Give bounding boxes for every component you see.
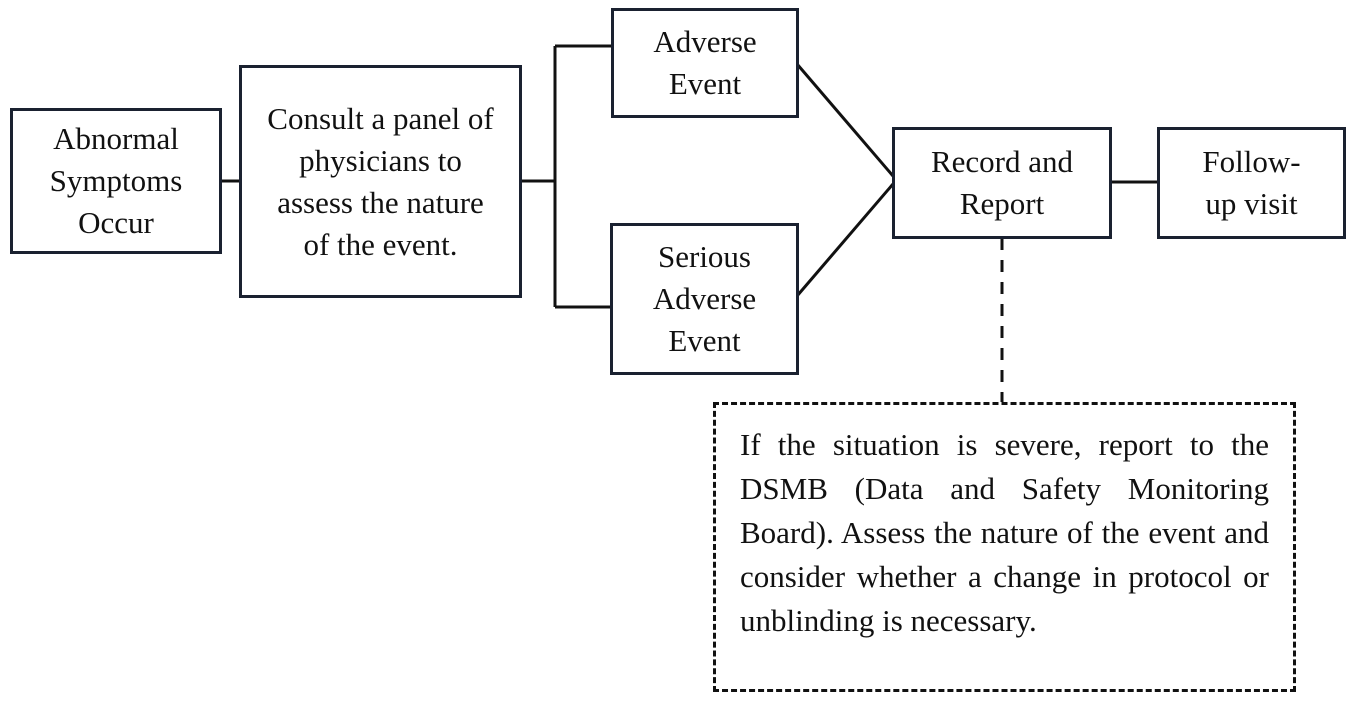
node-serious-adverse-event-label: Serious Adverse Event	[652, 239, 757, 358]
edge-serious-to-record	[795, 183, 895, 297]
node-consult-panel-label: Consult a panel of physicians to assess …	[267, 100, 494, 262]
node-record-report-label: Record and Report	[930, 144, 1074, 221]
node-follow-up-label: Follow-up visit	[1202, 144, 1301, 221]
node-adverse-event: Adverse Event	[611, 8, 799, 118]
node-consult-panel: Consult a panel of physicians to assess …	[239, 65, 522, 298]
node-adverse-event-label: Adverse Event	[653, 24, 757, 101]
node-record-report: Record and Report	[892, 127, 1112, 239]
edge-adverse-to-record	[795, 63, 895, 177]
note-dsmb: If the situation is severe, report to th…	[713, 402, 1296, 692]
node-abnormal-symptoms: Abnormal Symptoms Occur	[10, 108, 222, 254]
note-dsmb-text: If the situation is severe, report to th…	[740, 427, 1269, 638]
node-follow-up: Follow-up visit	[1157, 127, 1346, 239]
node-abnormal-symptoms-label: Abnormal Symptoms Occur	[49, 121, 183, 240]
node-serious-adverse-event: Serious Adverse Event	[610, 223, 799, 375]
